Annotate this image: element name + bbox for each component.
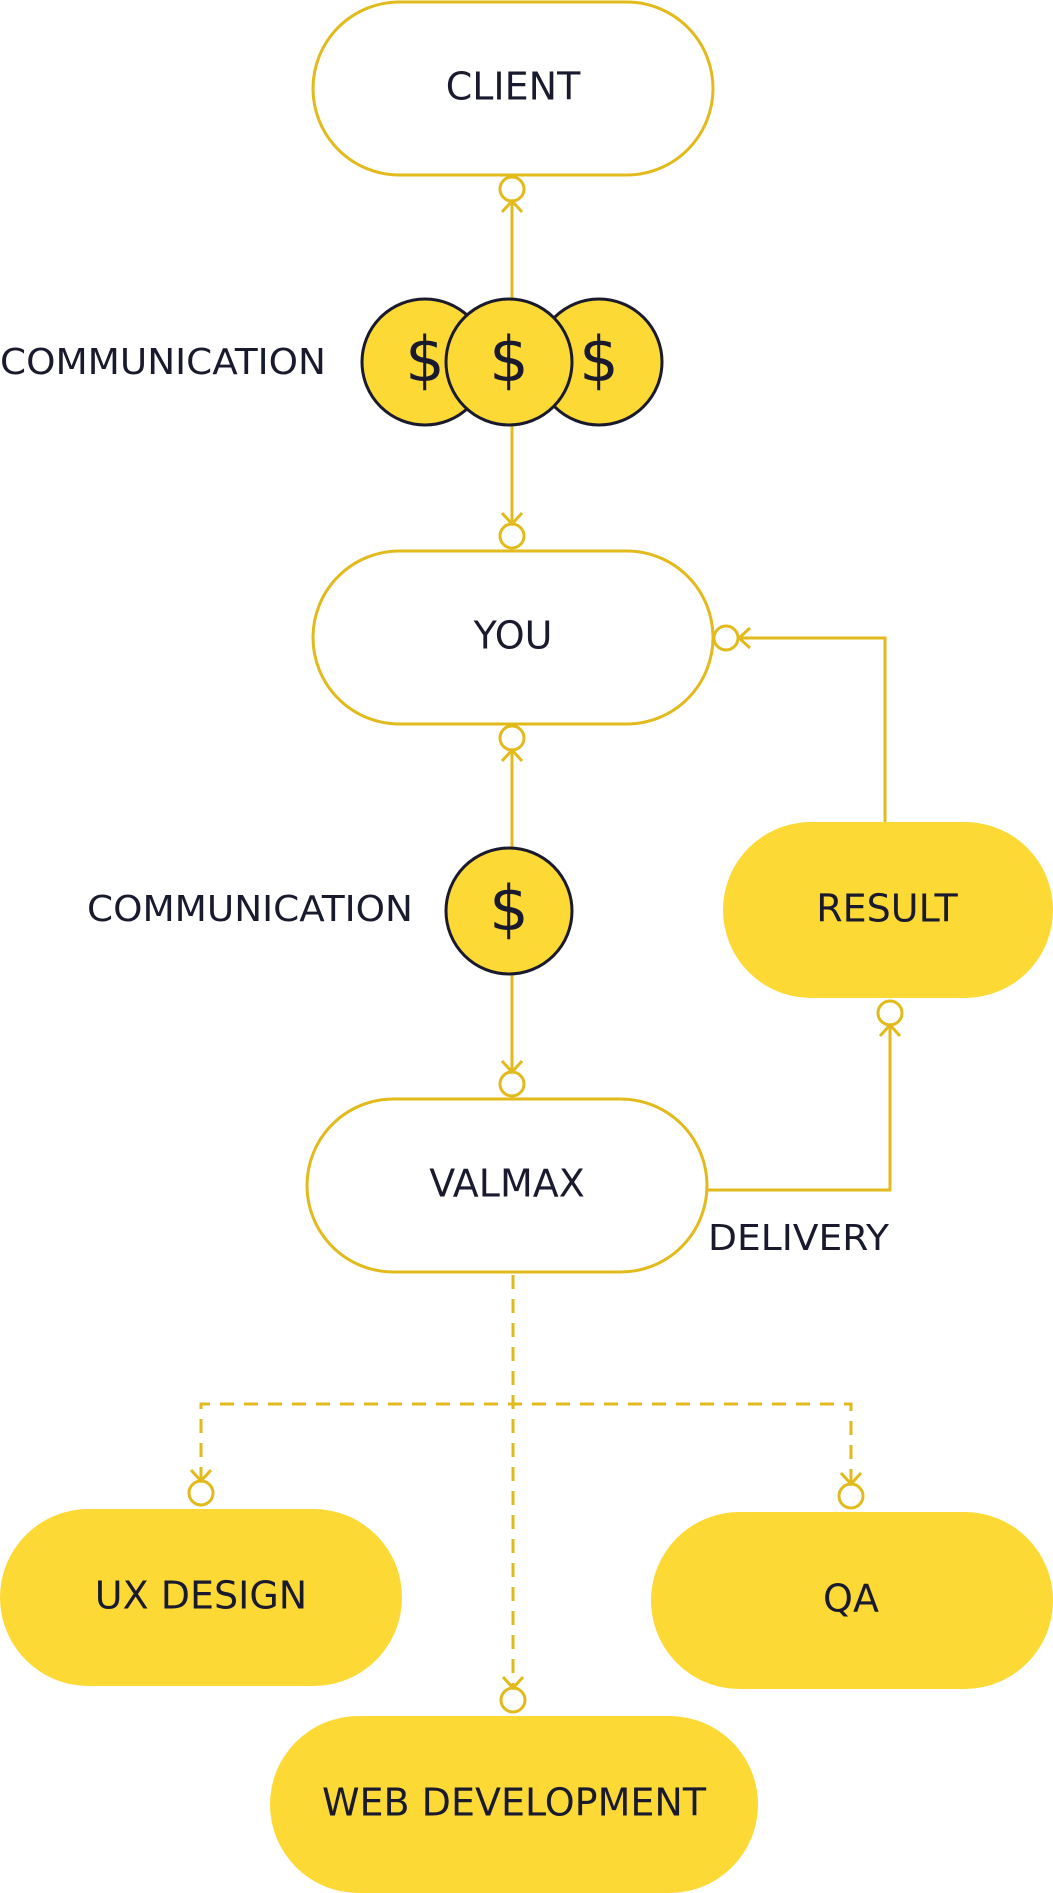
node-client-label: CLIENT	[446, 65, 581, 109]
svg-text:$: $	[579, 323, 618, 396]
connector-markers	[187, 175, 904, 1714]
connector-result-you	[741, 636, 887, 822]
arrow-up-marker	[498, 724, 526, 763]
svg-text:$: $	[489, 323, 528, 396]
communication-label-middle: COMMUNICATION	[87, 889, 413, 930]
node-ux-design-label: UX DESIGN	[95, 1574, 307, 1618]
node-valmax: VALMAX	[305, 1097, 709, 1274]
connector-valmax-result	[707, 1026, 892, 1192]
node-web-development-label: WEB DEVELOPMENT	[322, 1781, 707, 1825]
svg-text:$: $	[489, 872, 528, 945]
node-qa-label: QA	[823, 1577, 879, 1621]
dollar-coin-icon: $	[534, 297, 664, 427]
node-you: YOU	[311, 549, 715, 726]
dollar-coin-icon: $	[444, 297, 574, 427]
arrow-up-marker	[498, 175, 526, 214]
arrow-down-marker	[499, 1675, 527, 1714]
node-result: RESULT	[723, 822, 1053, 998]
arrow-down-marker	[498, 1059, 526, 1098]
arrow-up-marker	[876, 999, 904, 1038]
arrow-down-marker	[837, 1471, 865, 1510]
node-ux-design: UX DESIGN	[0, 1509, 402, 1686]
node-valmax-label: VALMAX	[429, 1162, 585, 1206]
node-you-label: YOU	[473, 614, 553, 658]
arrow-down-marker	[187, 1468, 215, 1507]
communication-label-top: COMMUNICATION	[0, 342, 326, 383]
dollar-coin-icon: $	[444, 846, 574, 976]
arrow-down-marker	[498, 511, 526, 550]
node-result-label: RESULT	[816, 887, 958, 931]
coin-stack-top: $ $ $	[360, 297, 664, 427]
delivery-label: DELIVERY	[708, 1218, 890, 1259]
node-qa: QA	[651, 1512, 1053, 1689]
node-client: CLIENT	[311, 0, 715, 177]
arrow-left-marker	[712, 624, 752, 652]
svg-text:$: $	[405, 323, 444, 396]
node-web-development: WEB DEVELOPMENT	[270, 1716, 758, 1893]
connector-valmax-teams	[199, 1275, 853, 1688]
